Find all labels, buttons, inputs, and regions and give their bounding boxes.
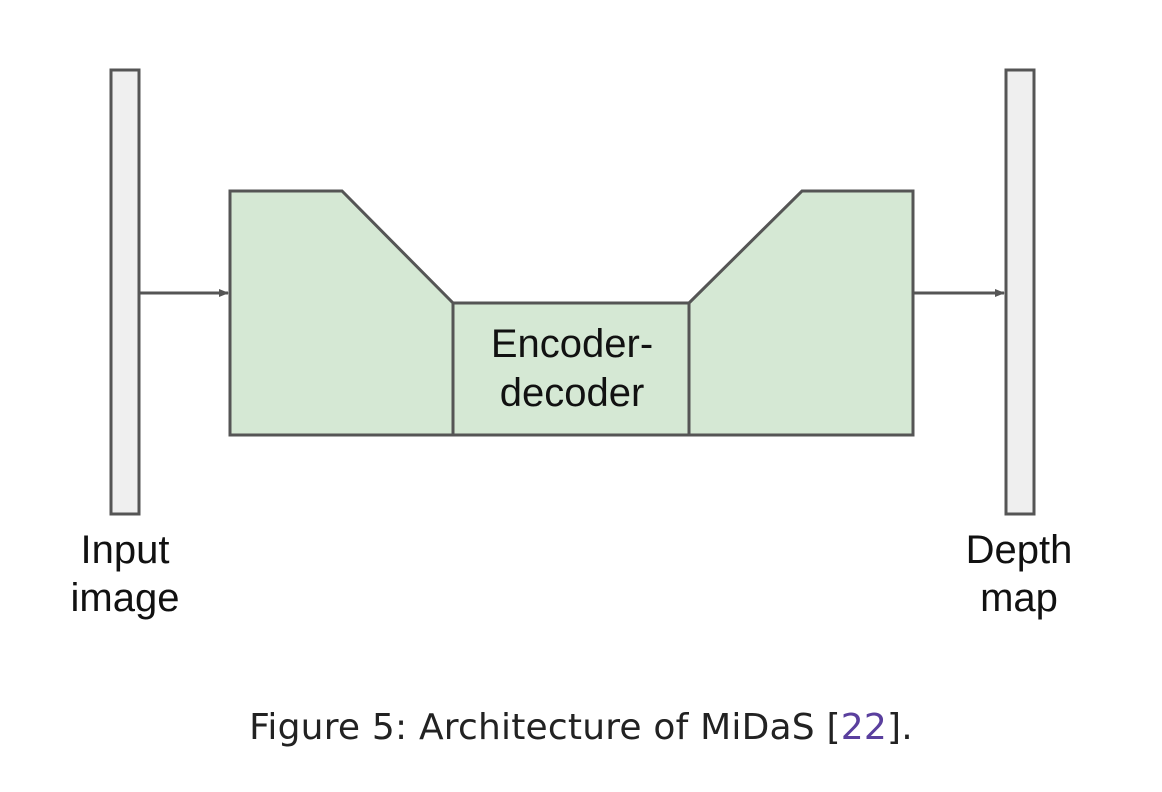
citation-link[interactable]: 22 [840, 707, 887, 748]
depth-map-label-line2: map [980, 576, 1058, 620]
input-image-label-line2: image [71, 576, 180, 620]
encoder-decoder-label-line1: Encoder- [491, 322, 653, 366]
encoder-block [228, 189, 455, 437]
depth-map-bar [1004, 68, 1036, 516]
caption-open-bracket: [ [826, 707, 841, 748]
input-image-bar [109, 68, 141, 516]
caption-text: Figure 5: Architecture of MiDaS [249, 707, 827, 748]
encoder-decoder-label-line2: decoder [500, 371, 645, 415]
bottleneck-block [451, 301, 691, 437]
decoder-block [687, 189, 915, 437]
depth-map-label-line1: Depth [966, 528, 1073, 572]
input-image-label-line1: Input [81, 528, 170, 572]
figure-caption: Figure 5: Architecture of MiDaS [22]. [0, 707, 1162, 748]
caption-close-bracket: ]. [886, 707, 913, 748]
